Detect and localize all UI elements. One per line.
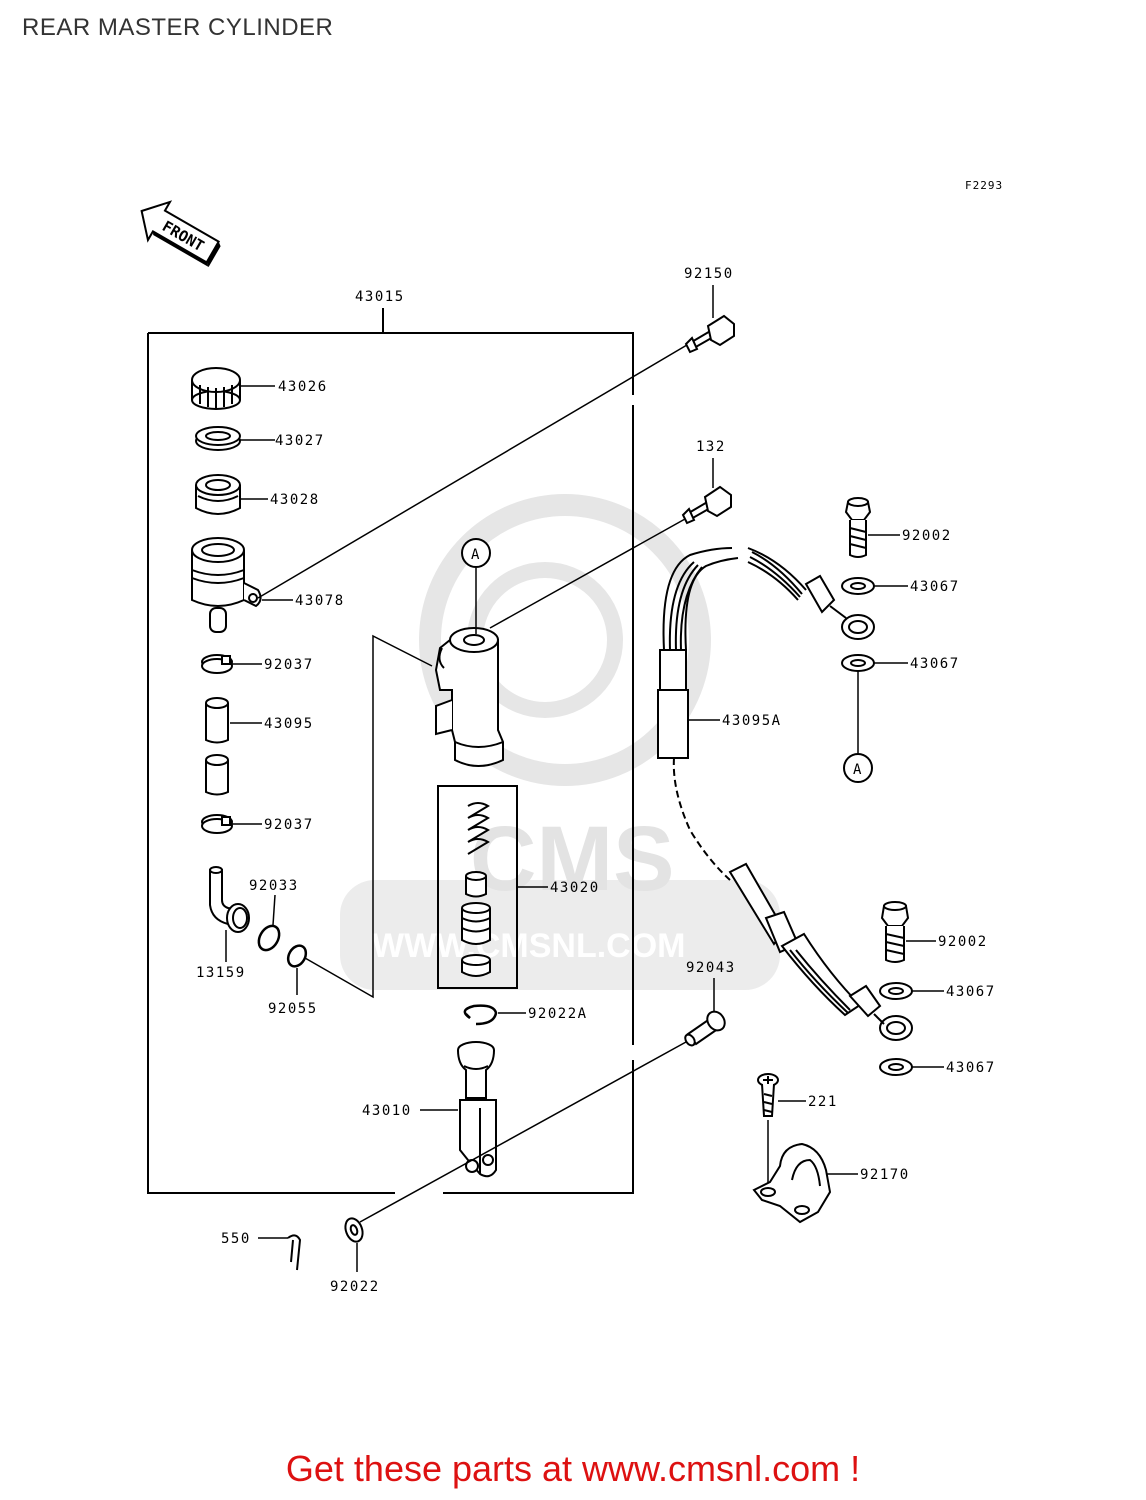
part-label-43078: 43078 [295, 593, 345, 609]
callout-marker-a-bottom-label: A [853, 762, 862, 778]
part-label-221: 221 [808, 1094, 838, 1110]
part-label-92055: 92055 [268, 1001, 318, 1017]
banjo-bolt-upper-icon [844, 497, 872, 558]
hose-clamp-icon [201, 654, 233, 674]
part-label-92037-bottom: 92037 [264, 817, 314, 833]
brake-hose-icon [657, 547, 913, 1041]
reservoir-cap-icon [191, 367, 241, 410]
assembly-box-43015 [147, 308, 634, 1194]
washer-43067-d-icon [879, 1058, 913, 1076]
reservoir-plate-icon [195, 426, 241, 451]
part-label-92170: 92170 [860, 1167, 910, 1183]
reservoir-hose-icon [205, 697, 229, 796]
part-label-43028: 43028 [270, 492, 320, 508]
clevis-pin-icon [684, 1010, 726, 1047]
callout-marker-a-top-label: A [471, 547, 480, 563]
part-label-43095a: 43095A [722, 713, 782, 729]
callout-marker-a-bottom [843, 753, 873, 783]
bolt-92150-icon [684, 314, 735, 354]
front-arrow-icon: FRONT [140, 200, 221, 267]
reservoir-tank-icon [191, 537, 262, 633]
page-title: REAR MASTER CYLINDER [22, 14, 334, 41]
leader-92150-connection [257, 341, 693, 599]
leader-92033 [272, 894, 276, 926]
o-ring-92055-icon [286, 944, 308, 968]
snap-ring-92033-icon [257, 924, 281, 952]
hose-guide-clamp-icon [752, 1142, 832, 1224]
spring-icon [467, 802, 490, 855]
part-label-92002-upper: 92002 [902, 528, 952, 544]
cotter-pin-icon [287, 1234, 302, 1271]
part-label-43015: 43015 [355, 289, 405, 305]
connection-lines-body [304, 634, 433, 999]
piston-icon [461, 871, 491, 977]
washer-43067-a-icon [841, 577, 875, 595]
part-label-550: 550 [221, 1231, 251, 1247]
part-label-92150: 92150 [684, 266, 734, 282]
banjo-bolt-lower-icon [880, 901, 910, 963]
part-label-43067-d: 43067 [946, 1060, 996, 1076]
part-label-132: 132 [696, 439, 726, 455]
part-label-92037-top: 92037 [264, 657, 314, 673]
figure-code: F2293 [965, 179, 1004, 192]
part-label-43020: 43020 [550, 880, 600, 896]
part-label-13159: 13159 [196, 965, 246, 981]
part-label-92043: 92043 [686, 960, 736, 976]
parts-diagram: CMS WWW.CMSNL.COM FRONT 43015 43026 4302… [140, 200, 996, 1295]
washer-92022-icon [344, 1217, 364, 1243]
bolt-132-icon [681, 485, 732, 525]
snap-ring-92022a-icon [463, 1004, 498, 1026]
master-cylinder-body-icon [434, 627, 504, 767]
part-label-43026: 43026 [278, 379, 328, 395]
part-label-92002-lower: 92002 [938, 934, 988, 950]
part-label-92033: 92033 [249, 878, 299, 894]
part-label-43067-c: 43067 [946, 984, 996, 1000]
watermark-brand: CMS [470, 808, 674, 910]
push-rod-icon [457, 1041, 497, 1178]
part-label-43095: 43095 [264, 716, 314, 732]
leader-132-connection [489, 518, 686, 629]
part-label-43067-b: 43067 [910, 656, 960, 672]
callout-marker-a-top [461, 538, 491, 568]
screw-221-icon [757, 1073, 779, 1117]
washer-43067-c-icon [879, 982, 913, 1000]
part-label-92022a: 92022A [528, 1006, 588, 1022]
leader-92043-connection [359, 1041, 687, 1223]
watermark-url: WWW.CMSNL.COM [372, 927, 686, 965]
footer-link[interactable]: Get these parts at www.cmsnl.com ! [285, 1448, 861, 1489]
part-label-92022: 92022 [330, 1279, 380, 1295]
washer-43067-b-icon [841, 654, 875, 672]
watermark: CMS WWW.CMSNL.COM [340, 494, 780, 990]
elbow-fitting-icon [209, 866, 250, 933]
part-label-43067-a: 43067 [910, 579, 960, 595]
part-label-43027: 43027 [275, 433, 325, 449]
diaphragm-icon [195, 474, 241, 515]
part-label-43010: 43010 [362, 1103, 412, 1119]
hose-clamp-lower-icon [201, 814, 233, 834]
